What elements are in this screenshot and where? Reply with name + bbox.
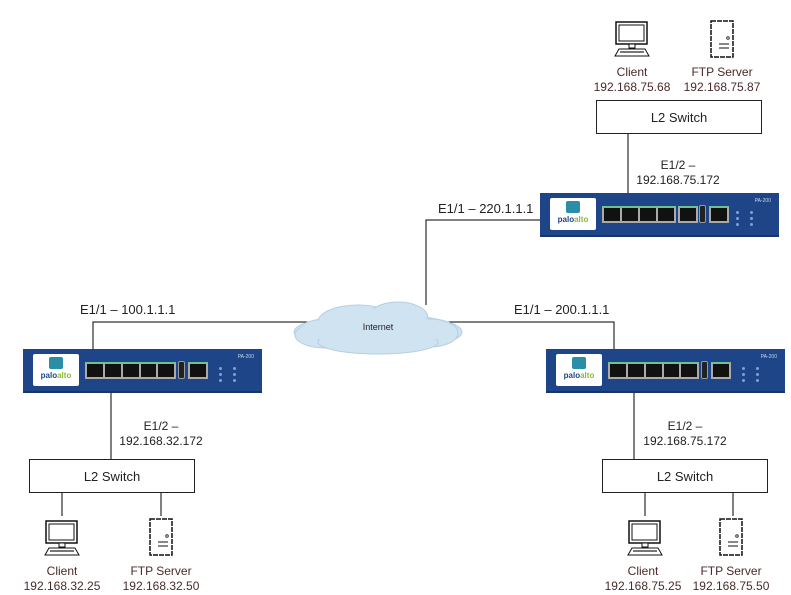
host-name: FTP Server [130, 564, 192, 578]
port-e1-4[interactable] [656, 206, 676, 223]
right-firewall[interactable]: paloalto PA-200 [546, 349, 785, 393]
right-l2-switch[interactable]: L2 Switch [602, 459, 768, 493]
model-label: PA-200 [754, 198, 771, 204]
port-e1-2[interactable] [620, 206, 640, 223]
computer-icon [627, 520, 663, 556]
top-client-label: Client 192.168.75.68 [590, 65, 674, 95]
port-e1-2[interactable] [626, 362, 646, 379]
left-l2-switch[interactable]: L2 Switch [29, 459, 195, 493]
host-name: FTP Server [700, 564, 762, 578]
host-ip: 192.168.75.87 [683, 80, 761, 94]
paloalto-logo: paloalto [556, 354, 602, 386]
iface-name: E1/2 – [143, 419, 179, 433]
left-client-label: Client 192.168.32.25 [20, 564, 104, 594]
iface-ip: 192.168.32.172 [119, 434, 203, 448]
model-label: PA-200 [237, 354, 254, 360]
top-firewall[interactable]: paloalto PA-200 [540, 193, 779, 237]
host-ip: 192.168.75.50 [692, 579, 770, 593]
right-ftp-server[interactable] [718, 517, 744, 557]
top-ftp-label: FTP Server 192.168.75.87 [680, 65, 764, 95]
left-client[interactable] [41, 519, 83, 559]
left-e1-2-label: E1/2 – 192.168.32.172 [113, 419, 209, 449]
host-ip: 192.168.32.25 [23, 579, 101, 593]
port-e1-1[interactable] [602, 206, 622, 223]
host-ip: 192.168.32.50 [122, 579, 200, 593]
top-client[interactable] [611, 20, 653, 60]
right-ftp-label: FTP Server 192.168.75.50 [688, 564, 774, 594]
usb-port [701, 361, 708, 379]
host-name: Client [627, 564, 659, 578]
server-icon [149, 518, 173, 556]
host-name: Client [46, 564, 78, 578]
top-ftp-server[interactable] [709, 19, 735, 59]
cloud-label: Internet [362, 322, 394, 332]
host-name: FTP Server [691, 65, 753, 79]
host-name: Client [616, 65, 648, 79]
left-firewall[interactable]: paloalto PA-200 [23, 349, 262, 393]
port-mgt[interactable] [156, 362, 176, 379]
port-mgt[interactable] [678, 206, 698, 223]
computer-icon [44, 520, 80, 556]
port-console[interactable] [711, 362, 731, 379]
server-icon [710, 20, 734, 58]
port-mgt[interactable] [679, 362, 699, 379]
host-ip: 192.168.75.68 [593, 80, 671, 94]
port-e1-1[interactable] [608, 362, 628, 379]
paloalto-logo: paloalto [33, 354, 79, 386]
iface-ip: 192.168.75.172 [636, 173, 720, 187]
paloalto-logo: paloalto [550, 198, 596, 230]
port-e1-1[interactable] [85, 362, 105, 379]
host-ip: 192.168.75.25 [604, 579, 682, 593]
right-client[interactable] [624, 519, 666, 559]
port-e1-3[interactable] [121, 362, 141, 379]
port-console[interactable] [188, 362, 208, 379]
iface-ip: 192.168.75.172 [643, 434, 727, 448]
server-icon [719, 518, 743, 556]
right-e1-2-label: E1/2 – 192.168.75.172 [637, 419, 733, 449]
port-console[interactable] [709, 206, 729, 223]
port-e1-3[interactable] [644, 362, 664, 379]
computer-icon [614, 21, 650, 57]
model-label: PA-200 [760, 354, 777, 360]
port-e1-3[interactable] [638, 206, 658, 223]
usb-port [699, 205, 706, 223]
right-client-label: Client 192.168.75.25 [601, 564, 685, 594]
right-e1-1-label: E1/1 – 200.1.1.1 [514, 302, 610, 317]
iface-name: E1/2 – [667, 419, 703, 433]
top-e1-2-label: E1/2 – 192.168.75.172 [630, 158, 726, 188]
usb-port [178, 361, 185, 379]
left-e1-1-label: E1/1 – 100.1.1.1 [80, 302, 176, 317]
left-ftp-server[interactable] [148, 517, 174, 557]
iface-name: E1/2 – [660, 158, 696, 172]
left-ftp-label: FTP Server 192.168.32.50 [118, 564, 204, 594]
port-e1-2[interactable] [103, 362, 123, 379]
top-l2-switch[interactable]: L2 Switch [596, 100, 762, 134]
top-e1-1-label: E1/1 – 220.1.1.1 [438, 201, 534, 216]
